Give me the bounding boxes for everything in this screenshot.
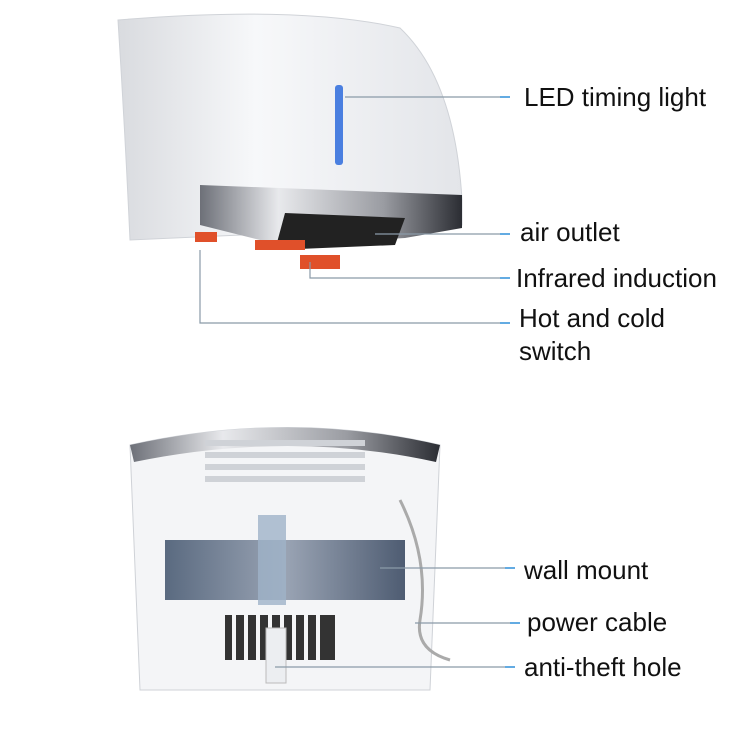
leader-ticks [500, 96, 520, 668]
label-hot-cold-switch-1: Hot and cold [519, 303, 665, 333]
dryer-back-view [129, 427, 451, 691]
leader-lines [199, 96, 510, 668]
label-air-outlet: air outlet [520, 217, 620, 247]
label-anti-theft-hole: anti-theft hole [524, 652, 682, 682]
anti-theft-hole [265, 627, 287, 684]
dryer-front-view [117, 13, 463, 269]
label-power-cable: power cable [527, 607, 668, 637]
label-infrared-induction: Infrared induction [516, 263, 717, 293]
label-hot-cold-switch-2: switch [519, 336, 592, 366]
label-led-timing-light: LED timing light [524, 82, 707, 112]
label-wall-mount: wall mount [524, 555, 649, 585]
led-timing-light [335, 85, 343, 165]
power-cable [398, 499, 451, 662]
